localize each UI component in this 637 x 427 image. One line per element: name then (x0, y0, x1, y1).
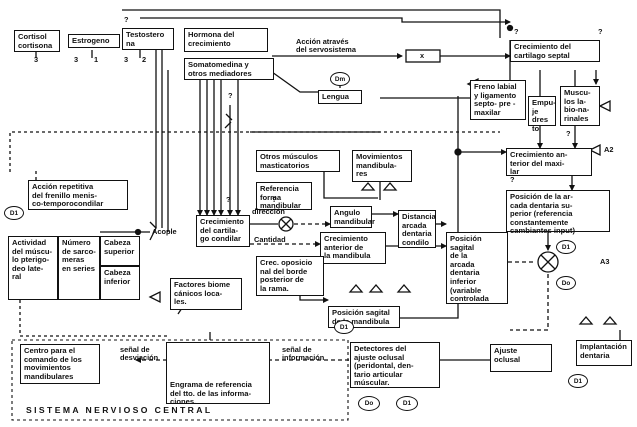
summing-junction-right-x (540, 254, 556, 270)
question-mark: ? (272, 195, 277, 204)
d1-node: D1 (396, 396, 418, 411)
d1-node: D1 (556, 240, 576, 254)
crec-mandibula-box: Crecimiento anterior de la mandibula (320, 232, 386, 264)
implantacion-box: Implantación dentaria (576, 340, 632, 366)
senal-informacion-label: señal de información (282, 345, 325, 363)
lengua-feed-line (271, 71, 318, 93)
crec-oposicional-box: Crec. oposicio nal del borde posterior d… (256, 256, 324, 296)
empuje-box: Empu- je dres to (528, 96, 556, 133)
servosistema-label: Acción através del servosistema (296, 37, 356, 55)
question-mark: ? (598, 27, 603, 36)
summing-junction-mid-x (280, 218, 292, 230)
angulo-box: Angulo mandibular (330, 206, 375, 228)
cabeza-inferior-box: Cabeza inferior (100, 266, 140, 300)
question-mark: ? (514, 27, 519, 36)
acople-bracket-line (149, 221, 157, 241)
do-node: Do (556, 276, 576, 290)
cabeza-superior-box: Cabeza superior (100, 236, 140, 266)
sensor-triangle-icon (588, 143, 601, 157)
num-estrogeno-b: 1 (94, 55, 99, 64)
cns-label: SISTEMA NERVIOSO CENTRAL (26, 405, 213, 415)
actividad-musculo-box: Actividad del múscu- lo pterigo- deo lat… (8, 236, 58, 300)
engrama-box: Engrama de referencia del tto. de las in… (166, 342, 270, 406)
detectores-box: Detectores del ajuste oclusal (peridonta… (350, 342, 440, 388)
small-mark (224, 113, 233, 129)
d1-node: D1 (4, 206, 24, 220)
distancia-box: Distancia arcada dentaria condilo (398, 210, 436, 248)
x-mark: x (420, 51, 425, 60)
question-mark: ? (510, 175, 515, 184)
a2-label: A2 (604, 145, 614, 154)
left-top-dashed-loop (9, 131, 500, 172)
a3-label: A3 (600, 257, 610, 266)
movimientos-box: Movimientos mandibula- res (352, 150, 412, 182)
sensor-triangle-icon (148, 290, 161, 304)
junction-dot (134, 228, 142, 236)
sensor-triangle-icon (348, 284, 412, 293)
num-cortisol: 3 (34, 55, 39, 64)
estrogeno-box: Estrogeno (68, 34, 120, 48)
num-testosterona: 3 (124, 55, 129, 64)
senal-desviacion-label: señal de desviación (120, 345, 159, 363)
d1-node: D1 (334, 320, 354, 334)
cartilago-condilar-box: Crecimiento del cartila- go condilar (196, 215, 250, 247)
freno-labial-box: Freno labial y ligamento septo- pre - ma… (470, 80, 526, 120)
musculos-bionasales-box: Muscu- los la- bio-na- rinales (560, 86, 600, 126)
cantidad-label: Cantidad (254, 235, 286, 244)
summing-junction-mid (278, 216, 294, 232)
dm-node: Dm (330, 72, 350, 86)
cns-boundary (11, 339, 349, 421)
do-node: Do (358, 396, 380, 411)
question-mark: ? (124, 15, 129, 24)
summing-junction-right (537, 251, 559, 273)
acople-label: Acople (152, 227, 177, 236)
servo-x-block (405, 49, 441, 63)
referencia-line (323, 172, 378, 199)
sum-to-ajuste-dashed-line (510, 274, 549, 331)
question-mark: ? (566, 129, 571, 138)
top-bus-line (122, 9, 501, 38)
cortisol-box: Cortisol cortisona (14, 30, 60, 52)
posicion-sagital-arcada-box: Posición sagital de la arcada dentaria i… (446, 232, 508, 304)
testosterona-box: Testostero na (122, 28, 174, 50)
referencia-forma-box: Referencia forma mandibular (256, 182, 312, 210)
question-mark: ? (226, 195, 231, 204)
junction-dot (454, 148, 462, 156)
sensor-triangle-icon (598, 99, 611, 113)
centro-comando-box: Centro para el comando de los movimiento… (20, 344, 100, 384)
posicion-arcada-box: Posición de la ar- cada dentaria su- per… (506, 190, 610, 235)
somatomedina-box: Somatomedina y otros mediadores (184, 58, 274, 80)
otros-musculos-box: Otros músculos masticatorios (256, 150, 340, 172)
servo-bus-line (140, 17, 511, 25)
direccion-label: dirección (252, 207, 285, 216)
numero-sarcomeras-box: Número de sarco- meras en series (58, 236, 100, 300)
d1-node: D1 (568, 374, 588, 388)
sensor-triangle-icon (578, 316, 618, 325)
junction-dot (506, 24, 514, 32)
accion-repetitiva-box: Acción repetitiva del frenillo menis- co… (28, 180, 128, 210)
left-bottom-dashed-loop (19, 300, 168, 337)
factores-box: Factores biome cánicos loca- les. (170, 278, 242, 310)
num-hormona: 2 (142, 55, 147, 64)
sensor-triangle-icon (360, 182, 398, 191)
question-mark: ? (228, 91, 233, 100)
lengua-box: Lengua (318, 90, 362, 104)
num-estrogeno-a: 3 (74, 55, 79, 64)
ajuste-oclusal-box: Ajuste oclusal (490, 344, 552, 372)
cartilago-septal-box: Crecimiento del cartilago septal (510, 40, 600, 62)
hormona-box: Hormona del crecimiento (184, 28, 268, 52)
crec-maxilar-box: Crecimiento an- terior del maxi- lar (506, 148, 592, 176)
